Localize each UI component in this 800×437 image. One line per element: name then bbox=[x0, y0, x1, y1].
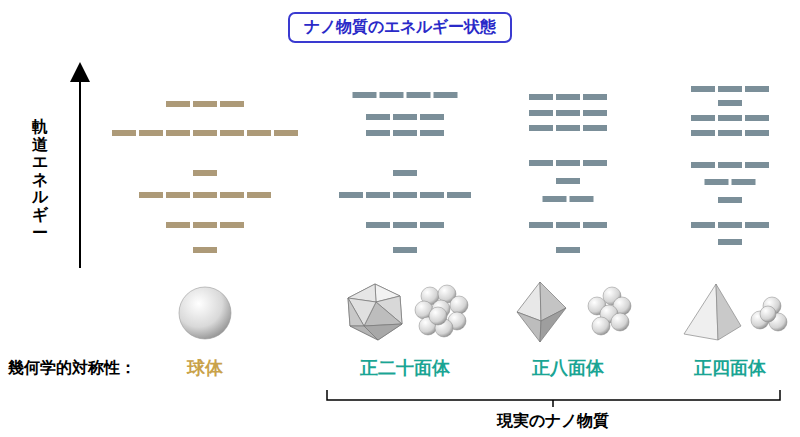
energy-level-bar bbox=[274, 130, 298, 136]
energy-level-bar bbox=[691, 115, 715, 121]
energy-level-bar bbox=[718, 100, 742, 106]
energy-level-bar bbox=[166, 101, 190, 107]
energy-level-bar bbox=[529, 160, 553, 166]
icosahedral-cluster bbox=[415, 285, 468, 337]
energy-level-bar bbox=[745, 162, 769, 168]
energy-level-bar bbox=[691, 86, 715, 92]
energy-level-bar bbox=[112, 130, 136, 136]
energy-level-bar bbox=[247, 192, 271, 198]
energy-level-bar bbox=[556, 110, 580, 116]
shape-label: 球体 bbox=[187, 356, 223, 380]
energy-level-bar bbox=[745, 130, 769, 136]
octahedron-shape bbox=[517, 282, 566, 342]
energy-level-bar bbox=[556, 247, 580, 253]
energy-level-bar bbox=[529, 125, 553, 131]
diagram-title: ナノ物質のエネルギー状態 bbox=[288, 12, 512, 43]
energy-level-bar bbox=[583, 125, 607, 131]
energy-level-bar bbox=[393, 114, 417, 120]
energy-level-bar bbox=[193, 247, 217, 253]
energy-level-bar bbox=[745, 86, 769, 92]
energy-level-bar bbox=[718, 162, 742, 168]
energy-level-bar bbox=[718, 130, 742, 136]
energy-level-bar bbox=[556, 178, 580, 184]
shape-label: 正八面体 bbox=[532, 356, 604, 380]
energy-level-bar bbox=[193, 222, 217, 228]
energy-level-bar bbox=[583, 160, 607, 166]
group-label: 現実のナノ物質 bbox=[497, 411, 609, 432]
energy-level-bar bbox=[570, 196, 594, 202]
energy-level-bar bbox=[691, 162, 715, 168]
energy-level-bar bbox=[393, 222, 417, 228]
energy-level-bar bbox=[556, 125, 580, 131]
tetrahedron-shape bbox=[684, 284, 741, 340]
energy-level-bar bbox=[718, 86, 742, 92]
shape-label: 正四面体 bbox=[694, 356, 766, 380]
energy-level-bar bbox=[139, 192, 163, 198]
energy-level-bar bbox=[583, 222, 607, 228]
energy-level-bar bbox=[583, 94, 607, 100]
energy-level-bar bbox=[220, 192, 244, 198]
energy-level-bar bbox=[193, 192, 217, 198]
energy-level-bar bbox=[220, 130, 244, 136]
energy-level-bar bbox=[393, 170, 417, 176]
energy-level-bar bbox=[139, 130, 163, 136]
energy-level-bar bbox=[556, 222, 580, 228]
energy-level-bar bbox=[366, 114, 390, 120]
energy-level-bar bbox=[556, 94, 580, 100]
energy-level-bar bbox=[583, 110, 607, 116]
energy-level-bar bbox=[420, 114, 444, 120]
energy-level-bar bbox=[745, 222, 769, 228]
energy-level-bar bbox=[166, 130, 190, 136]
energy-level-bar bbox=[691, 130, 715, 136]
energy-level-bar bbox=[718, 239, 742, 245]
energy-level-bar bbox=[718, 222, 742, 228]
energy-level-bar bbox=[434, 92, 458, 98]
energy-level-bar bbox=[366, 192, 390, 198]
sphere-shape bbox=[179, 287, 231, 339]
group-bracket bbox=[327, 390, 780, 407]
energy-level-bar bbox=[393, 247, 417, 253]
tetrahedral-cluster bbox=[751, 297, 787, 331]
energy-level-bar bbox=[393, 192, 417, 198]
energy-level-bar bbox=[420, 192, 444, 198]
energy-level-bar bbox=[193, 170, 217, 176]
energy-level-bar bbox=[556, 160, 580, 166]
energy-level-bar bbox=[705, 179, 729, 185]
shape-label: 正二十面体 bbox=[360, 356, 450, 380]
octahedral-cluster bbox=[588, 287, 631, 335]
energy-level-bar bbox=[247, 130, 271, 136]
energy-level-bar bbox=[420, 130, 444, 136]
energy-level-bar bbox=[393, 130, 417, 136]
energy-level-bar bbox=[718, 115, 742, 121]
energy-level-bar bbox=[529, 94, 553, 100]
energy-level-bar bbox=[220, 222, 244, 228]
energy-level-bar bbox=[366, 130, 390, 136]
energy-levels bbox=[112, 86, 769, 253]
energy-level-bar bbox=[529, 222, 553, 228]
energy-level-bar bbox=[732, 179, 756, 185]
energy-level-bar bbox=[420, 222, 444, 228]
symmetry-label: 幾何学的対称性： bbox=[8, 358, 136, 379]
energy-level-bar bbox=[166, 192, 190, 198]
energy-level-bar bbox=[407, 92, 431, 98]
energy-level-bar bbox=[353, 92, 377, 98]
energy-level-bar bbox=[339, 192, 363, 198]
energy-level-bar bbox=[166, 222, 190, 228]
energy-level-bar bbox=[745, 115, 769, 121]
energy-level-bar bbox=[718, 197, 742, 203]
energy-level-bar bbox=[543, 196, 567, 202]
energy-level-bar bbox=[380, 92, 404, 98]
energy-level-bar bbox=[366, 222, 390, 228]
axis-label: 軌道エネルギー bbox=[32, 118, 48, 241]
energy-level-bar bbox=[193, 101, 217, 107]
energy-level-bar bbox=[193, 130, 217, 136]
energy-level-bar bbox=[447, 192, 471, 198]
energy-level-bar bbox=[691, 222, 715, 228]
icosahedron-shape bbox=[348, 284, 402, 340]
energy-level-bar bbox=[220, 101, 244, 107]
energy-level-bar bbox=[529, 110, 553, 116]
energy-axis bbox=[79, 72, 81, 268]
